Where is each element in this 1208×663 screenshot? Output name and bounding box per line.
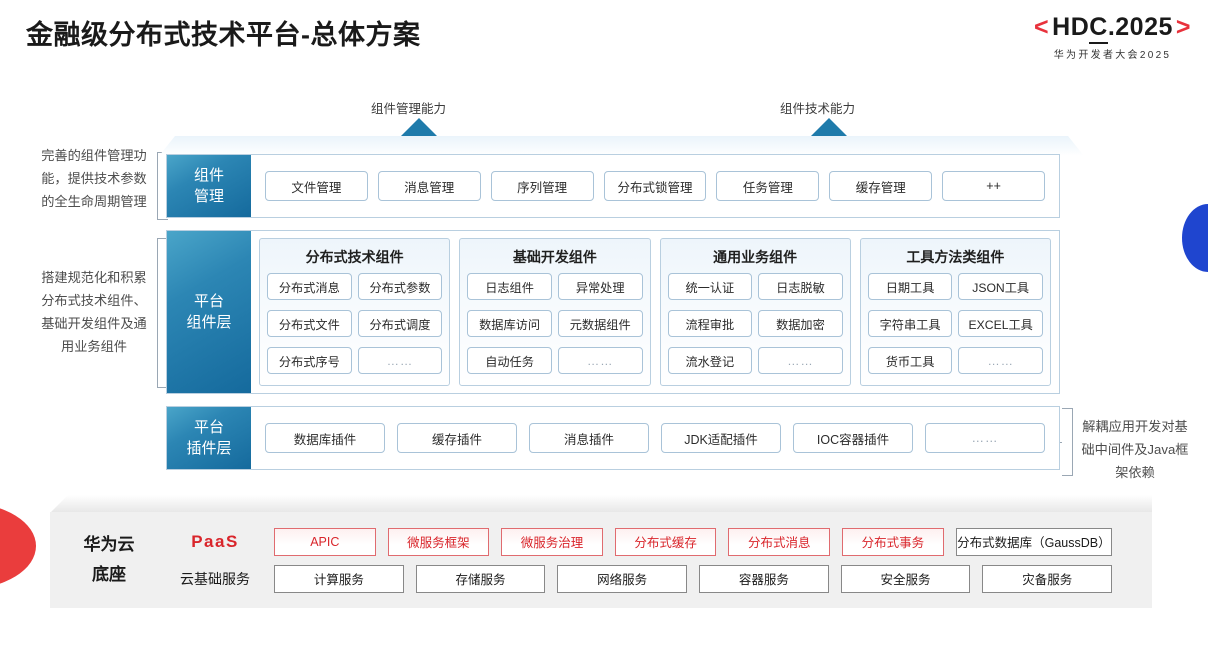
- hdc-logo-subtitle: 华为开发者大会2025: [1053, 50, 1172, 61]
- chip-group-3-item-2[interactable]: 字符串工具: [867, 310, 953, 337]
- component-group-title-1: 基础开发组件: [512, 249, 597, 265]
- chip-component-management-2[interactable]: 序列管理: [490, 171, 594, 201]
- chip-plugin-3[interactable]: JDK适配插件: [661, 423, 781, 453]
- panel-top-bevel: [159, 136, 1084, 156]
- base-title-huawei-cloud: 华为云底座: [83, 535, 135, 584]
- component-group-title-2: 通用业务组件: [713, 249, 798, 265]
- chip-group-1-item-0[interactable]: 日志组件: [467, 273, 552, 300]
- chip-component-management-5[interactable]: 缓存管理: [829, 171, 933, 201]
- base-row-cloud-services: 云基础服务 计算服务存储服务网络服务容器服务安全服务灾备服务: [168, 564, 1113, 593]
- chip-component-management-6[interactable]: ++: [942, 171, 1046, 201]
- hdc-logo-c: C: [1089, 13, 1108, 44]
- chip-group-1-item-2[interactable]: 数据库访问: [467, 310, 552, 337]
- chip-group-1-item-1[interactable]: 异常处理: [557, 273, 643, 300]
- chip-cloud-service-3[interactable]: 容器服务: [699, 564, 829, 593]
- base-rows: PaaS APIC 微服务框架微服务治理分布式缓存分布式消息分布式事务分布式数据库…: [168, 527, 1152, 593]
- component-group-2: 通用业务组件统一认证日志脱敏流程审批数据加密流水登记……: [659, 238, 851, 386]
- hdc-logo: <HDC.2025> 华为开发者大会2025: [1031, 13, 1194, 61]
- row-label-platform-plugin-layer: 平台插件层: [167, 407, 251, 469]
- chip-group-3-item-5[interactable]: ……: [958, 347, 1043, 374]
- chip-group-0-item-3[interactable]: 分布式调度: [357, 310, 443, 337]
- brace-plugin-layer: [1055, 408, 1073, 476]
- chip-paas-0[interactable]: APIC: [274, 527, 376, 556]
- chip-group-0-item-2[interactable]: 分布式文件: [267, 310, 352, 337]
- blue-leaf-decoration: [1182, 204, 1208, 272]
- component-group-grid-2: 统一认证日志脱敏流程审批数据加密流水登记……: [667, 273, 843, 379]
- paas-chip-list: APIC 微服务框架微服务治理分布式缓存分布式消息分布式事务分布式数据库（Gaus…: [274, 527, 1113, 556]
- platform-component-groups: 分布式技术组件分布式消息分布式参数分布式文件分布式调度分布式序号……基础开发组件…: [251, 231, 1059, 393]
- chip-component-management-1[interactable]: 消息管理: [377, 171, 481, 201]
- row-component-management: 组件管理 文件管理消息管理序列管理分布式锁管理任务管理缓存管理 ++: [166, 154, 1060, 218]
- chip-component-management-4[interactable]: 任务管理: [716, 171, 820, 201]
- angle-bracket-left-icon: <: [1034, 13, 1050, 41]
- component-group-0: 分布式技术组件分布式消息分布式参数分布式文件分布式调度分布式序号……: [259, 238, 451, 386]
- component-group-title-0: 分布式技术组件: [305, 249, 404, 265]
- base-content: 华为云底座 PaaS APIC 微服务框架微服务治理分布式缓存分布式消息分布式事务…: [50, 512, 1152, 608]
- chip-cloud-service-0[interactable]: 计算服务: [274, 564, 404, 593]
- chip-group-2-item-5[interactable]: ……: [758, 347, 843, 374]
- chip-cloud-service-2[interactable]: 网络服务: [557, 564, 688, 593]
- component-group-grid-1: 日志组件异常处理数据库访问元数据组件自动任务……: [467, 273, 643, 379]
- arrow-label-component-management-capability: 组件管理能力: [371, 102, 447, 116]
- chip-plugin-1[interactable]: 缓存插件: [397, 423, 517, 453]
- hdc-logo-main: <HDC.2025>: [1031, 13, 1194, 44]
- base-label-cloud-services: 云基础服务: [180, 570, 250, 587]
- chip-group-0-item-1[interactable]: 分布式参数: [357, 273, 443, 300]
- chip-group-2-item-3[interactable]: 数据加密: [758, 310, 843, 337]
- chip-group-3-item-0[interactable]: 日期工具: [867, 273, 953, 300]
- angle-bracket-right-icon: >: [1175, 13, 1191, 41]
- arrow-label-component-technical-capability: 组件技术能力: [780, 102, 856, 116]
- chip-group-3-item-1[interactable]: JSON工具: [958, 273, 1043, 300]
- component-management-chip-list: 文件管理消息管理序列管理分布式锁管理任务管理缓存管理 ++: [251, 155, 1059, 217]
- chip-cloud-service-5[interactable]: 灾备服务: [982, 564, 1113, 593]
- chip-paas-3[interactable]: 分布式缓存: [614, 527, 717, 556]
- row-platform-component-layer: 平台组件层 分布式技术组件分布式消息分布式参数分布式文件分布式调度分布式序号………: [166, 230, 1060, 394]
- chip-paas-5[interactable]: 分布式事务: [842, 527, 944, 556]
- chip-group-0-item-4[interactable]: 分布式序号: [267, 347, 352, 374]
- row-platform-plugin-layer: 平台插件层 数据库插件缓存插件消息插件 JDK适配插件 IOC容器插件 ……: [166, 406, 1060, 470]
- chip-group-2-item-1[interactable]: 日志脱敏: [758, 273, 843, 300]
- component-group-title-3: 工具方法类组件: [906, 249, 1005, 265]
- component-group-1: 基础开发组件日志组件异常处理数据库访问元数据组件自动任务……: [459, 238, 651, 386]
- chip-group-0-item-5[interactable]: ……: [357, 347, 443, 374]
- chip-plugin-0[interactable]: 数据库插件: [265, 423, 385, 453]
- base-label-paas: PaaS: [191, 531, 239, 551]
- plugin-chip-list: 数据库插件缓存插件消息插件 JDK适配插件 IOC容器插件 ……: [251, 407, 1059, 469]
- hdc-logo-hd: HD: [1052, 13, 1090, 41]
- red-leaf-decoration: [0, 503, 36, 589]
- chip-component-management-3[interactable]: 分布式锁管理: [603, 171, 707, 201]
- base-slab-top-bevel: [50, 495, 1152, 513]
- row-label-platform-component-layer: 平台组件层: [167, 231, 251, 393]
- chip-group-1-item-3[interactable]: 元数据组件: [557, 310, 643, 337]
- chip-paas-1[interactable]: 微服务框架: [387, 527, 490, 556]
- chip-plugin-5[interactable]: ……: [925, 423, 1045, 453]
- left-annotation-platform-component: 搭建规范化和积累分布式技术组件、基础开发组件及通用业务组件: [41, 270, 147, 354]
- left-annotation-component-management: 完善的组件管理功能，提供技术参数的全生命周期管理: [41, 148, 147, 209]
- chip-plugin-4[interactable]: IOC容器插件: [793, 423, 913, 453]
- row-label-component-management: 组件管理: [167, 155, 251, 217]
- component-group-grid-0: 分布式消息分布式参数分布式文件分布式调度分布式序号……: [267, 273, 443, 379]
- chip-group-3-item-4[interactable]: 货币工具: [867, 347, 953, 374]
- chip-paas-2[interactable]: 微服务治理: [501, 527, 603, 556]
- chip-group-1-item-5[interactable]: ……: [557, 347, 643, 374]
- chip-component-management-0[interactable]: 文件管理: [265, 171, 368, 201]
- base-row-paas: PaaS APIC 微服务框架微服务治理分布式缓存分布式消息分布式事务分布式数据库…: [168, 527, 1113, 556]
- chip-plugin-2[interactable]: 消息插件: [529, 423, 649, 453]
- chip-cloud-service-4[interactable]: 安全服务: [840, 564, 971, 593]
- chip-cloud-service-1[interactable]: 存储服务: [415, 564, 546, 593]
- chip-group-2-item-2[interactable]: 流程审批: [667, 310, 753, 337]
- chip-group-2-item-0[interactable]: 统一认证: [667, 273, 753, 300]
- right-annotation-plugin-decoupling: 解耦应用开发对基础中间件及Java框架依赖: [1081, 419, 1189, 480]
- chip-group-3-item-3[interactable]: EXCEL工具: [958, 310, 1043, 337]
- cloud-service-chip-list: 计算服务存储服务网络服务容器服务安全服务灾备服务: [274, 564, 1113, 593]
- chip-group-2-item-4[interactable]: 流水登记: [667, 347, 753, 374]
- hdc-logo-year: .2025: [1107, 13, 1173, 41]
- chip-paas-6[interactable]: 分布式数据库（GaussDB）: [955, 527, 1113, 556]
- chip-group-0-item-0[interactable]: 分布式消息: [267, 273, 352, 300]
- chip-group-1-item-4[interactable]: 自动任务: [467, 347, 552, 374]
- page-title: 金融级分布式技术平台-总体方案: [26, 20, 421, 50]
- chip-paas-4[interactable]: 分布式消息: [728, 527, 831, 556]
